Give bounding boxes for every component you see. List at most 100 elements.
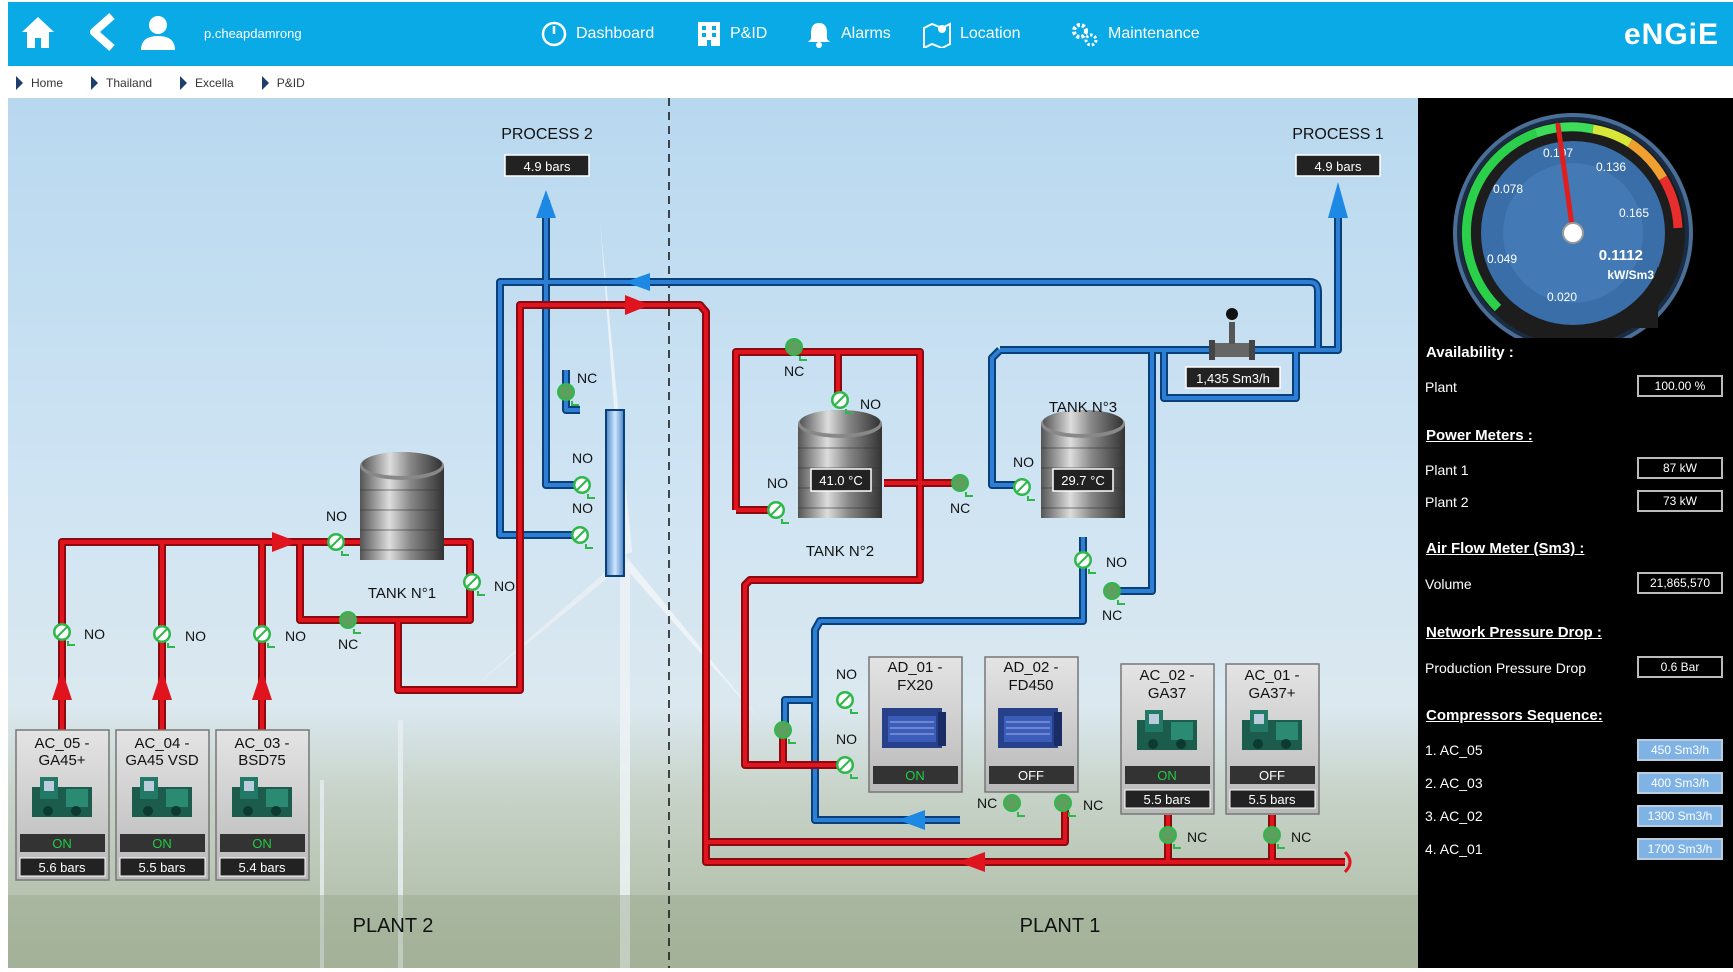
- air-flow-meter-title: Air Flow Meter (Sm3) :: [1426, 540, 1585, 557]
- dryer-card-ad02[interactable]: AD_02 - FD450 OFF: [984, 656, 1079, 793]
- nav-maintenance-label: Maintenance: [1108, 25, 1200, 42]
- sequence-value: 1700 Sm3/h: [1637, 838, 1723, 860]
- nav-location-label: Location: [960, 25, 1021, 42]
- valve-state-labels: NO NO NO NO NO NO NO NO NO NO NO NO NO N…: [84, 363, 1311, 845]
- compressor-card-ac04[interactable]: AC_04 - GA45 VSD ON 5.5 bars: [115, 729, 210, 881]
- production-pressure-drop-label: Production Pressure Drop: [1425, 660, 1587, 676]
- air-flow-volume-value: 21,865,570: [1637, 572, 1723, 594]
- svg-text:NO: NO: [326, 508, 347, 524]
- svg-text:0.020: 0.020: [1547, 290, 1577, 304]
- process-1-pressure: 4.9 bars: [1315, 159, 1362, 174]
- svg-text:ON: ON: [1157, 768, 1177, 783]
- svg-text:AC_04 -: AC_04 -: [134, 735, 189, 752]
- svg-text:NO: NO: [1013, 454, 1034, 470]
- blue-pipes: [496, 200, 1342, 824]
- svg-text:OFF: OFF: [1018, 768, 1044, 783]
- sequence-label: 3. AC_02: [1425, 808, 1483, 824]
- sequence-value: 450 Sm3/h: [1637, 739, 1723, 761]
- svg-text:BSD75: BSD75: [238, 752, 286, 769]
- dashboard-icon: [541, 21, 567, 47]
- air-flow-volume-label: Volume: [1425, 576, 1472, 592]
- breadcrumb-label: Thailand: [106, 76, 153, 90]
- process-1-label: PROCESS 1: [1292, 126, 1384, 143]
- flow-meter-value-box: [1185, 366, 1281, 389]
- compressor-card-ac05[interactable]: AC_05 - GA45+ ON 5.6 bars: [15, 729, 110, 881]
- breadcrumb-label: Excella: [195, 76, 234, 90]
- svg-text:NO: NO: [572, 500, 593, 516]
- flow-meter-value: 1,435 Sm3/h: [1196, 371, 1270, 386]
- svg-text:NC: NC: [977, 795, 997, 811]
- svg-text:0.078: 0.078: [1493, 182, 1523, 196]
- dryer-icon: [997, 707, 1063, 749]
- svg-text:ON: ON: [252, 836, 272, 851]
- availability-plant-label: Plant: [1425, 379, 1457, 395]
- plant-2-label: PLANT 2: [353, 915, 434, 937]
- nav-pid[interactable]: P&ID: [696, 2, 767, 66]
- svg-text:ON: ON: [52, 836, 72, 851]
- engie-logo: eNGiE: [1623, 18, 1719, 51]
- home-icon[interactable]: [18, 12, 58, 57]
- tank-1[interactable]: [359, 451, 445, 561]
- production-pressure-drop-value: 0.6 Bar: [1637, 656, 1723, 678]
- svg-text:NO: NO: [836, 731, 857, 747]
- caret-right-icon: [91, 76, 99, 90]
- sequence-label: 2. AC_03: [1425, 775, 1483, 791]
- nav-location[interactable]: Location: [922, 2, 1021, 66]
- efficiency-gauge: 0.020 0.049 0.078 0.107 0.136 0.165 0.11…: [1453, 113, 1693, 338]
- tank-3-temp-box: [1052, 468, 1114, 492]
- svg-text:0.107: 0.107: [1543, 146, 1573, 160]
- tank-2[interactable]: [797, 409, 883, 519]
- gauge-tick-labels: 0.020 0.049 0.078 0.107 0.136 0.165: [1487, 146, 1649, 304]
- breadcrumb-excella[interactable]: Excella: [180, 76, 234, 90]
- tank-2-label: TANK N°2: [806, 543, 874, 560]
- building-icon: [698, 22, 720, 46]
- caret-right-icon: [180, 76, 188, 90]
- svg-text:NO: NO: [572, 450, 593, 466]
- svg-text:5.5 bars: 5.5 bars: [1144, 792, 1191, 807]
- gauge-needle: [1555, 122, 1576, 236]
- gauge-unit: kW/Sm3: [1607, 268, 1654, 282]
- svg-text:GA45+: GA45+: [38, 752, 85, 769]
- username-label: p.cheapdamrong: [204, 26, 302, 41]
- nav-dashboard[interactable]: Dashboard: [540, 2, 654, 66]
- breadcrumb-pid[interactable]: P&ID: [261, 76, 305, 90]
- breadcrumb-label: P&ID: [276, 76, 305, 90]
- tank-3[interactable]: [1040, 409, 1126, 519]
- svg-text:NC: NC: [1291, 829, 1311, 845]
- power-plant1-label: Plant 1: [1425, 462, 1469, 478]
- sequence-label: 4. AC_01: [1425, 841, 1483, 857]
- dryer-card-ad01[interactable]: AD_01 - FX20 ON: [868, 656, 963, 793]
- svg-text:NC: NC: [784, 363, 804, 379]
- compressor-card-ac02[interactable]: AC_02 - GA37 ON 5.5 bars: [1120, 663, 1215, 815]
- flow-meter-icon[interactable]: [1209, 308, 1255, 360]
- nav-maintenance[interactable]: Maintenance: [1070, 2, 1200, 66]
- svg-text:0.049: 0.049: [1487, 252, 1517, 266]
- breadcrumb-home[interactable]: Home: [16, 76, 63, 90]
- svg-text:NO: NO: [1106, 554, 1127, 570]
- compressor-card-ac01[interactable]: AC_01 - GA37+ OFF 5.5 bars: [1225, 663, 1320, 815]
- pid-diagram: TANK N°1 41.0 °C TANK N°2 29.7 °C TANK N…: [8, 98, 1418, 968]
- user-icon[interactable]: [138, 12, 178, 57]
- process-1-pressure-box: [1295, 154, 1381, 177]
- back-icon[interactable]: [82, 12, 122, 57]
- svg-text:AC_05 -: AC_05 -: [34, 735, 89, 752]
- red-flow-arrows: [52, 295, 985, 872]
- svg-text:GA37+: GA37+: [1248, 685, 1295, 702]
- pid-diagram-panel: TANK N°1 41.0 °C TANK N°2 29.7 °C TANK N…: [8, 98, 1418, 968]
- svg-text:OFF: OFF: [1259, 768, 1285, 783]
- process-2-pressure-box: [504, 154, 590, 177]
- nav-alarms[interactable]: Alarms: [805, 2, 891, 66]
- svg-text:AD_02 -: AD_02 -: [1003, 659, 1058, 676]
- svg-text:NO: NO: [767, 475, 788, 491]
- svg-text:FX20: FX20: [897, 677, 933, 694]
- process-2-pressure: 4.9 bars: [524, 159, 571, 174]
- svg-text:ON: ON: [152, 836, 172, 851]
- caret-right-icon: [16, 76, 23, 90]
- gears-icon: [1072, 23, 1098, 47]
- svg-text:0.165: 0.165: [1619, 206, 1649, 220]
- power-meters-title: Power Meters :: [1426, 427, 1533, 444]
- svg-text:NO: NO: [860, 396, 881, 412]
- svg-text:NC: NC: [1083, 797, 1103, 813]
- compressor-card-ac03[interactable]: AC_03 - BSD75 ON 5.4 bars: [215, 729, 310, 881]
- breadcrumb-thailand[interactable]: Thailand: [91, 76, 152, 90]
